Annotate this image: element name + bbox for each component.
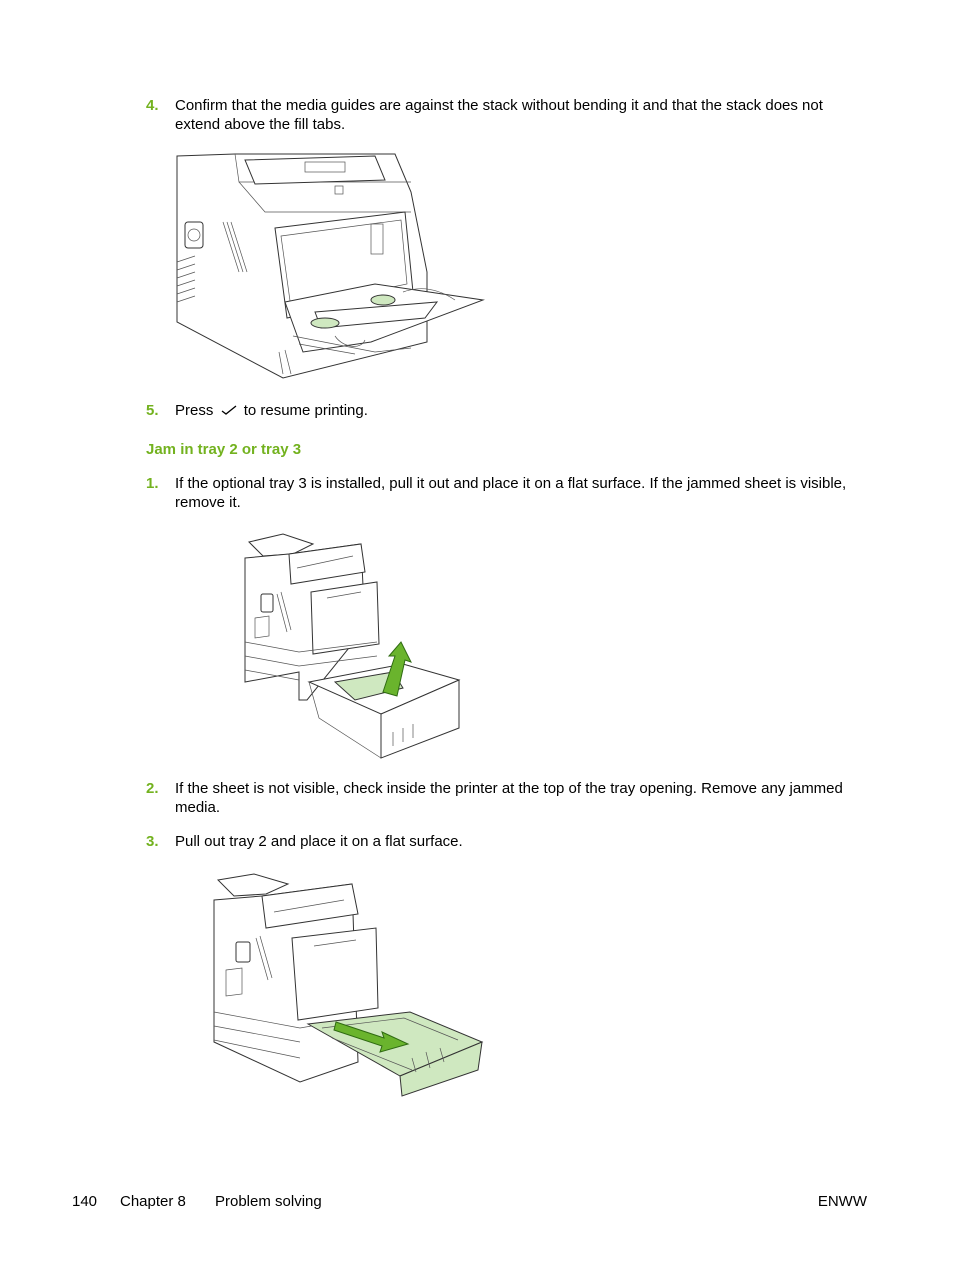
step-text: If the sheet is not visible, check insid… [175, 780, 843, 816]
checkmark-icon [221, 405, 236, 415]
step-text: Pull out tray 2 and place it on a flat s… [175, 833, 463, 850]
step-text-before: Press [175, 402, 214, 419]
step-text: Press to resume printing. [175, 401, 870, 420]
step-1: 1. If the optional tray 3 is installed, … [146, 474, 870, 512]
step-number: 4. [146, 97, 159, 114]
tray3-removal-illustration [243, 532, 463, 764]
step-number: 1. [146, 475, 159, 492]
tray2-removal-illustration [212, 872, 490, 1102]
chapter-title: Problem solving [215, 1193, 322, 1210]
step-4: 4. Confirm that the media guides are aga… [146, 96, 870, 134]
step-5: 5. Press to resume printing. [146, 401, 870, 420]
step-text: If the optional tray 3 is installed, pul… [175, 475, 847, 511]
section-heading: Jam in tray 2 or tray 3 [146, 441, 302, 458]
tray1-media-guides-illustration [175, 152, 487, 384]
step-3: 3. Pull out tray 2 and place it on a fla… [146, 832, 870, 851]
chapter-label: Chapter 8 [120, 1193, 186, 1210]
step-number: 2. [146, 780, 159, 797]
step-text: Confirm that the media guides are agains… [175, 97, 823, 133]
step-number: 3. [146, 833, 159, 850]
step-number: 5. [146, 402, 159, 419]
step-2: 2. If the sheet is not visible, check in… [146, 779, 870, 817]
page-number: 140 [72, 1193, 98, 1210]
step-text-after: to resume printing. [243, 402, 368, 419]
footer-right-label: ENWW [817, 1193, 867, 1210]
